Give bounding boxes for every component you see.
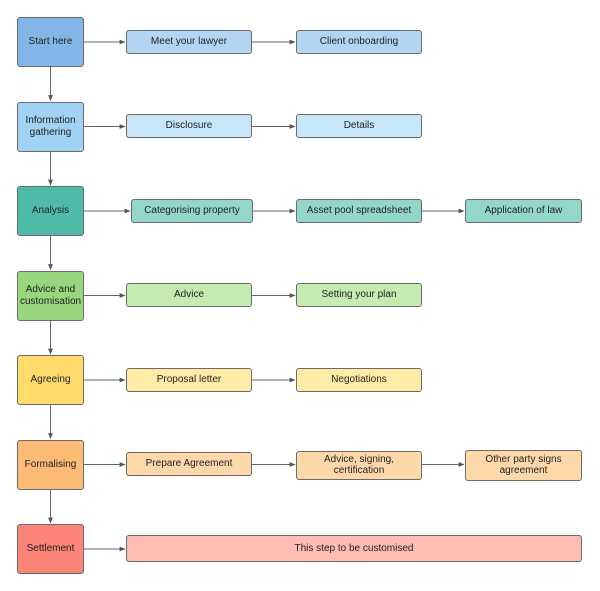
step-box-1-1-label: Details xyxy=(343,120,375,132)
stage-box-1-label: Information gathering xyxy=(25,115,76,138)
step-box-1-0-label: Disclosure xyxy=(165,120,213,132)
step-box-4-1: Negotiations xyxy=(296,367,422,392)
stage-box-0-label: Start here xyxy=(28,36,73,48)
stage-box-6: Settlement xyxy=(17,524,84,574)
stage-box-4-label: Agreeing xyxy=(30,374,71,386)
step-box-5-2-label: Other party signs agreement xyxy=(485,453,562,477)
step-box-6-0: This step to be customised xyxy=(126,535,582,562)
step-box-5-1: Advice, signing, certification xyxy=(296,450,422,480)
step-box-6-0-label: This step to be customised xyxy=(294,542,414,554)
stage-box-2-label: Analysis xyxy=(31,205,70,217)
step-box-0-0: Meet your lawyer xyxy=(126,29,252,54)
stage-box-0: Start here xyxy=(17,17,84,67)
stage-box-5: Formalising xyxy=(17,439,84,490)
step-box-2-2-label: Application of law xyxy=(484,204,563,216)
stage-box-2: Analysis xyxy=(17,186,84,236)
step-box-3-1-label: Setting your plan xyxy=(321,289,397,301)
stage-box-4: Agreeing xyxy=(17,355,84,405)
step-box-5-0: Prepare Agreement xyxy=(126,452,252,476)
step-box-0-1-label: Client onboarding xyxy=(319,35,399,47)
step-box-5-2: Other party signs agreement xyxy=(465,449,582,481)
stage-box-3: Advice and customisation xyxy=(17,270,84,321)
step-box-0-0-label: Meet your lawyer xyxy=(150,35,228,47)
step-box-2-1: Asset pool spreadsheet xyxy=(296,198,422,223)
step-box-3-0: Advice xyxy=(126,283,252,307)
step-box-2-0: Categorising property xyxy=(131,198,253,223)
step-box-5-1-label: Advice, signing, certification xyxy=(323,453,395,477)
step-box-1-0: Disclosure xyxy=(126,114,252,138)
step-box-1-1: Details xyxy=(296,114,422,138)
step-box-3-1: Setting your plan xyxy=(296,283,422,307)
stage-box-1: Information gathering xyxy=(17,101,84,152)
step-box-2-2: Application of law xyxy=(465,198,582,223)
step-box-3-0-label: Advice xyxy=(173,289,204,301)
stage-box-6-label: Settlement xyxy=(26,543,75,555)
step-box-4-1-label: Negotiations xyxy=(331,373,387,385)
step-box-5-0-label: Prepare Agreement xyxy=(145,458,233,470)
step-box-4-0: Proposal letter xyxy=(126,367,252,392)
step-box-2-0-label: Categorising property xyxy=(144,204,240,216)
stage-box-3-label: Advice and customisation xyxy=(19,284,82,307)
step-box-2-1-label: Asset pool spreadsheet xyxy=(306,204,412,216)
stage-box-5-label: Formalising xyxy=(24,458,77,470)
step-box-4-0-label: Proposal letter xyxy=(156,373,222,385)
step-box-0-1: Client onboarding xyxy=(296,29,422,54)
